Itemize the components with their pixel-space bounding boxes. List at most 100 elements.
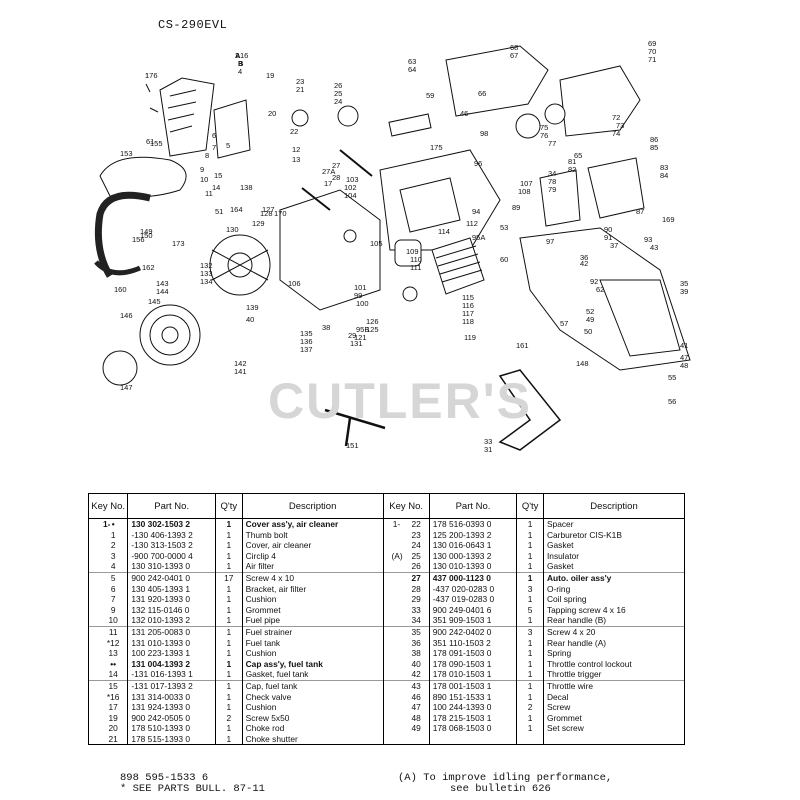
description-2-text: Carburetor CIS-K1B: [546, 529, 622, 540]
callout-label: 92: [590, 277, 598, 286]
qty-2: 1: [516, 637, 544, 649]
description-2-text: Spacer: [546, 519, 574, 529]
key-no-2-text: 26: [411, 561, 421, 572]
part-no: -900 700-0000 4: [127, 550, 216, 562]
callout-label: 71: [648, 55, 656, 64]
callout-label: 153: [120, 149, 133, 158]
callout-label: 133: [200, 269, 213, 278]
qty-2-text: 3: [527, 626, 533, 637]
callout-label: 78: [548, 177, 556, 186]
description: Screw 4 x 10: [241, 571, 384, 584]
callout-label: 69: [648, 39, 656, 48]
callout-label: 160: [114, 285, 127, 294]
callout-label: 86: [650, 135, 658, 144]
callout-label: 42: [580, 259, 588, 268]
description-2-text: Auto. oiler ass'y: [546, 572, 612, 583]
description-2: [542, 733, 686, 746]
key-no-2-text: 35: [411, 626, 421, 637]
part-no-2: -437 020-0283 0: [428, 583, 518, 595]
part-no: 131 010-1393 0: [127, 637, 216, 649]
key-no: 11: [87, 625, 129, 638]
description-text: Choke shutter: [245, 733, 298, 744]
key-no-text: 4: [110, 561, 116, 572]
key-no-2: 23: [382, 529, 430, 541]
key-no: 14: [87, 669, 129, 681]
part-no-text: 132 115-0146 0: [131, 604, 190, 615]
qty-2-text: 1: [527, 594, 533, 605]
callout-label: 68: [510, 43, 518, 52]
key-no-2-text: 34: [411, 615, 421, 626]
description-2-text: Rear handle (B): [546, 615, 607, 626]
key-no-2-text: 43: [411, 680, 421, 691]
part-no-2: 351 909-1503 1: [428, 615, 518, 627]
key-no-2: 29: [382, 594, 430, 605]
key-no-text: 7: [110, 594, 116, 605]
key-no: 4: [87, 561, 129, 573]
part-no: 100 223-1393 1: [127, 648, 216, 659]
callout-label: 96: [474, 159, 482, 168]
qty-text: 1: [226, 540, 232, 551]
callout-label: 29: [348, 331, 356, 340]
key-no-text: ••: [110, 658, 117, 669]
part-no-2-text: 130 016-0643 1: [432, 540, 492, 551]
key-no-text: 1: [110, 529, 116, 540]
qty-text: 1: [226, 648, 232, 659]
part-no-2: -437 019-0283 0: [428, 594, 518, 605]
description-2: Rear handle (A): [542, 637, 686, 649]
description-text: Cap, fuel tank: [245, 680, 298, 691]
header-key-no: Key No.: [87, 493, 129, 519]
callout-label: 28: [332, 173, 340, 182]
description-text: Screw 5x50: [245, 712, 290, 723]
callout-label: 98: [480, 129, 488, 138]
part-no-text: 131 004-1393 2: [131, 658, 191, 669]
description-2-text: Gasket: [546, 561, 574, 572]
key-no: 19: [87, 712, 129, 724]
key-no-text: 1-: [102, 519, 111, 529]
callout-label: 26: [334, 81, 342, 90]
part-no-2-text: 100 244-1393 0: [432, 702, 492, 713]
callout-label: 83: [660, 163, 668, 172]
qty-2: 5: [516, 604, 544, 616]
callout-label: 175: [430, 143, 443, 152]
callout-label: 47: [680, 353, 688, 362]
part-no-2: 437 000-1123 0: [428, 571, 518, 584]
callout-label: 101: [354, 283, 367, 292]
part-no-2: 900 249-0401 6: [428, 604, 518, 616]
key-no: 21: [87, 733, 129, 746]
qty: 1: [214, 540, 243, 551]
callout-label: 117: [462, 309, 474, 318]
callout-label: 81: [568, 157, 576, 166]
part-no: 130 310-1393 0: [127, 561, 216, 573]
callout-label: 23: [296, 77, 304, 86]
qty-2: 3: [516, 583, 544, 595]
part-no-2: 900 242-0402 0: [428, 625, 518, 638]
qty-text: 1: [226, 626, 232, 637]
callout-label: 3: [238, 59, 242, 68]
key-no: 10: [87, 615, 129, 627]
qty-2: 1: [516, 712, 544, 724]
key-no-2: 1-22: [382, 518, 430, 530]
description: Cushion: [241, 648, 384, 659]
callout-label: 119: [464, 333, 476, 342]
part-no-2: 130 000-1393 2: [428, 550, 518, 562]
description-2-text: Throttle control lockout: [546, 658, 632, 669]
part-no-2: 178 001-1503 1: [428, 679, 518, 692]
description-2-text: Grommet: [546, 712, 582, 723]
header-part-no: Part No.: [127, 493, 216, 519]
callout-label: 64: [408, 65, 416, 74]
callout-label: 34: [548, 169, 556, 178]
part-no-2: 890 151-1533 1: [428, 691, 518, 703]
qty-text: 1: [226, 637, 232, 648]
qty-2: 1: [516, 648, 544, 659]
part-no: 178 510-1393 0: [127, 723, 216, 734]
description-2: Gasket: [542, 561, 686, 573]
callout-label: 121: [354, 333, 367, 342]
qty: 1: [214, 625, 243, 638]
